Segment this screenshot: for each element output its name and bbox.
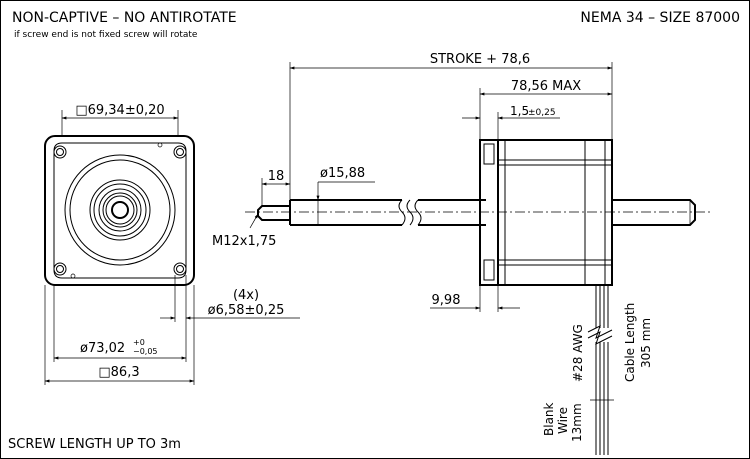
motor-flange bbox=[479, 139, 499, 286]
wire-break bbox=[587, 325, 613, 339]
bearing-ring-3 bbox=[98, 188, 142, 232]
motor-body bbox=[497, 139, 613, 286]
label-screw-diameter: ø15,88 bbox=[320, 166, 365, 181]
label-thread-spec: M12x1,75 bbox=[212, 234, 276, 249]
mount-hole-tr-inner bbox=[176, 148, 184, 156]
label-cable-length-value: 305 mm bbox=[639, 318, 653, 368]
corner-detail bbox=[70, 273, 76, 279]
label-pilot-offset: 9,98 bbox=[432, 293, 461, 308]
mount-hole-bl bbox=[53, 262, 67, 276]
bearing-ring-4 bbox=[102, 192, 138, 228]
screw-body-left bbox=[289, 199, 402, 226]
bearing-ring-2 bbox=[93, 183, 147, 237]
label-bolt-circle: ø73,02 bbox=[80, 341, 125, 356]
front-view: □69,34±0,20 (4x) ø6,58±0,25 ø73,02 +0 −0… bbox=[44, 103, 300, 385]
mount-hole-tl-inner bbox=[56, 148, 64, 156]
screw-rear bbox=[612, 199, 696, 226]
label-blank-2: Wire bbox=[556, 407, 570, 434]
label-thread-length: 18 bbox=[268, 169, 285, 184]
wire-break-2 bbox=[587, 331, 613, 345]
break-right bbox=[414, 199, 422, 226]
label-max-length: 78,56 MAX bbox=[511, 79, 581, 94]
shaft-bore bbox=[111, 201, 129, 219]
mount-hole-bl-inner bbox=[56, 265, 64, 273]
title-right: NEMA 34 – SIZE 87000 bbox=[580, 10, 740, 26]
label-cable-length: Cable Length bbox=[623, 303, 637, 382]
label-flange-tolerance: ±0,25 bbox=[528, 108, 556, 118]
label-flange-thickness: 1,5 bbox=[510, 104, 529, 118]
label-square-outer: □86,3 bbox=[98, 365, 139, 380]
corner-detail bbox=[157, 142, 163, 148]
title-left: NON-CAPTIVE – NO ANTIROTATE bbox=[12, 10, 237, 26]
flange-detail bbox=[483, 259, 495, 281]
label-bolt-tol-upper: +0 bbox=[133, 338, 145, 347]
label-hole-diameter: ø6,58±0,25 bbox=[208, 303, 285, 318]
break-left-2 bbox=[406, 199, 414, 226]
label-wire-gauge: #28 AWG bbox=[571, 324, 585, 382]
pilot-outer-ring bbox=[64, 154, 176, 266]
label-square-inner: □69,34±0,20 bbox=[75, 103, 164, 118]
break-left bbox=[398, 199, 406, 226]
label-blank-1: Blank bbox=[542, 402, 556, 436]
bearing-ring bbox=[89, 179, 151, 241]
label-stroke: STROKE + 78,6 bbox=[430, 52, 530, 67]
flange-detail bbox=[483, 143, 495, 165]
motor-face-inner bbox=[53, 142, 187, 279]
label-hole-count: (4x) bbox=[233, 288, 259, 303]
label-blank-3: 13mm bbox=[570, 403, 584, 442]
mount-hole-tl bbox=[53, 145, 67, 159]
screw-thread-tip bbox=[257, 205, 291, 221]
motor-face-outer bbox=[44, 135, 195, 286]
label-bolt-tol-lower: −0,05 bbox=[133, 347, 158, 356]
mount-hole-br-inner bbox=[176, 265, 184, 273]
screw-body-right bbox=[418, 199, 486, 226]
footer-note: SCREW LENGTH UP TO 3m bbox=[8, 437, 181, 452]
mount-hole-br bbox=[173, 262, 187, 276]
subtitle-left: if screw end is not fixed screw will rot… bbox=[14, 30, 198, 40]
side-view: STROKE + 78,6 78,56 MAX 1,5 ±0,25 18 ø15… bbox=[212, 52, 710, 455]
pilot-inner-ring bbox=[69, 159, 171, 261]
leader-thread-spec bbox=[249, 213, 259, 229]
bearing-ring-5 bbox=[105, 195, 135, 225]
mount-hole-tr bbox=[173, 145, 187, 159]
